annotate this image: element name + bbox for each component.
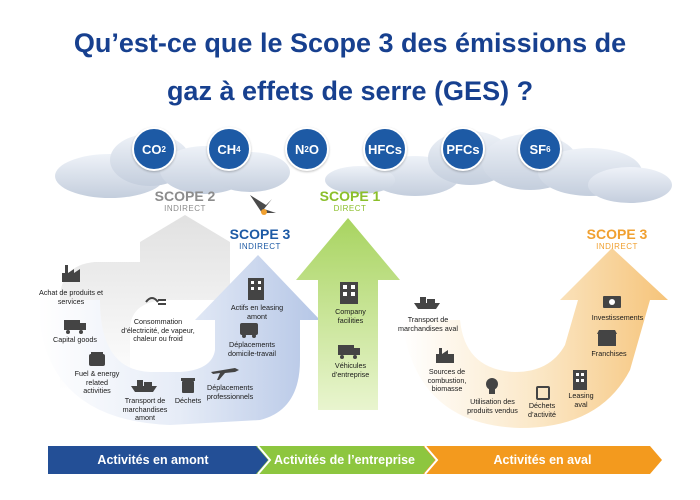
label-dechets: Déchets: [174, 396, 202, 405]
scope1-arrow: [296, 218, 400, 410]
band-amont: [48, 446, 270, 474]
plug-icon: [145, 297, 166, 305]
scope1-subtitle: DIRECT: [333, 204, 367, 213]
scope3-downstream-title: SCOPE 3: [586, 226, 648, 242]
scope3-upstream-title: SCOPE 3: [229, 226, 291, 242]
label-investissements: Investissements: [591, 313, 644, 322]
plane-icon: [211, 368, 239, 380]
label-transport-amont: Transport de marchandises amont: [122, 396, 168, 422]
factory-icon: [62, 265, 80, 282]
label-capital-goods: Capital goods: [53, 335, 97, 344]
waste-bin-icon: [536, 386, 550, 400]
band-entreprise: [256, 446, 437, 474]
label-company-facilities: Company facilities: [335, 307, 366, 325]
bus-icon: [240, 323, 258, 338]
gas-hfcs: HFCs: [363, 127, 407, 171]
page-title-line1: Qu’est-ce que le Scope 3 des émissions d…: [73, 28, 627, 58]
trash-icon: [181, 378, 195, 393]
page-title-line2: gaz à effets de serre (GES) ?: [166, 76, 534, 106]
fuel-tank-icon: [89, 352, 105, 366]
label-fuel-energy: Fuel & energy related activities: [74, 369, 120, 395]
label-domicile-travail: Déplacements domicile-travail: [228, 340, 276, 358]
scope2-subtitle: INDIRECT: [164, 204, 206, 213]
label-leasing-aval: Leasing aval: [568, 391, 594, 409]
band-label-entreprise: Activités de l’entreprise: [273, 453, 416, 467]
band-label-amont: Activités en amont: [97, 453, 209, 467]
label-deplacements-pro: Déplacements professionnels: [206, 383, 254, 401]
company-truck-icon: [338, 345, 360, 359]
scope1-title: SCOPE 1: [319, 188, 381, 204]
scope3-downstream-subtitle: INDIRECT: [596, 242, 638, 251]
ship-icon: [131, 380, 157, 392]
bird-icon: [250, 195, 276, 215]
scope3-downstream-arrow: [402, 248, 668, 428]
label-franchises: Franchises: [591, 349, 627, 358]
band-aval: [423, 446, 662, 474]
lightbulb-icon: [486, 378, 498, 394]
shop-icon: [597, 330, 617, 346]
money-icon: [603, 296, 621, 308]
label-vehicules: Véhicules d’entreprise: [331, 361, 370, 379]
scope2-title: SCOPE 2: [154, 188, 216, 204]
label-sources-combustion: Sources de combustion, biomasse: [427, 367, 467, 393]
band-label-aval: Activités en aval: [493, 453, 592, 467]
label-achat: Achat de produits et services: [39, 288, 103, 306]
label-electricite: Consommation d’électricité, de vapeur, c…: [121, 317, 195, 343]
company-building-icon: [340, 282, 358, 304]
label-dechets-activite: Déchets d’activité: [528, 401, 556, 419]
truck-icon: [64, 320, 86, 334]
leasing-building-icon: [573, 370, 587, 390]
gas-pfcs: PFCs: [441, 127, 485, 171]
building-icon: [248, 278, 264, 300]
downstream-ship-icon: [414, 297, 440, 309]
combustion-factory-icon: [436, 348, 454, 363]
label-transport-aval: Transport de marchandises aval: [398, 315, 458, 333]
scope3-upstream-subtitle: INDIRECT: [239, 242, 281, 251]
label-leasing-amont: Actifs en leasing amont: [230, 303, 284, 321]
label-utilisation-produits: Utilisation des produits vendus: [467, 397, 518, 415]
